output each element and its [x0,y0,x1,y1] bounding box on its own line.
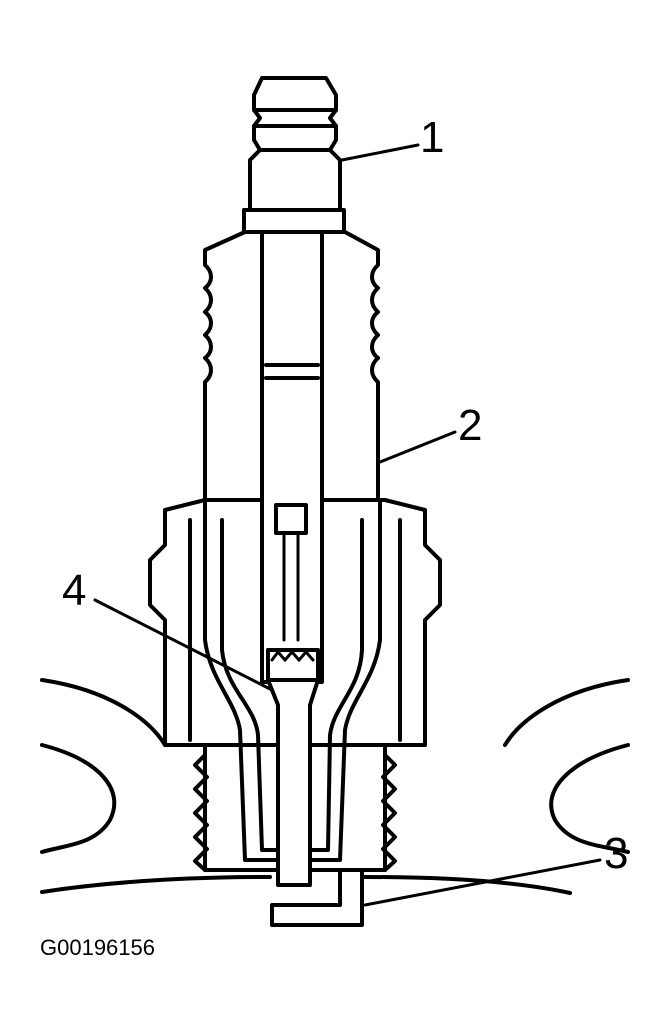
centre-electrode [266,678,320,887]
callout-2: 2 [458,401,482,450]
callout-1: 1 [420,113,444,162]
terminal-nut [242,76,346,234]
leader-lines [93,143,602,907]
leader-line-4 [93,598,274,692]
ground-electrode [270,868,364,927]
leader-line-1 [340,143,420,162]
centre-bore [260,230,324,684]
callout-3: 3 [604,829,628,878]
figure-id-label: G00196156 [40,935,155,960]
callout-4: 4 [62,566,86,615]
leader-line-2 [378,430,457,464]
cylinder-head-outline [40,678,630,895]
leader-line-3 [363,858,602,907]
